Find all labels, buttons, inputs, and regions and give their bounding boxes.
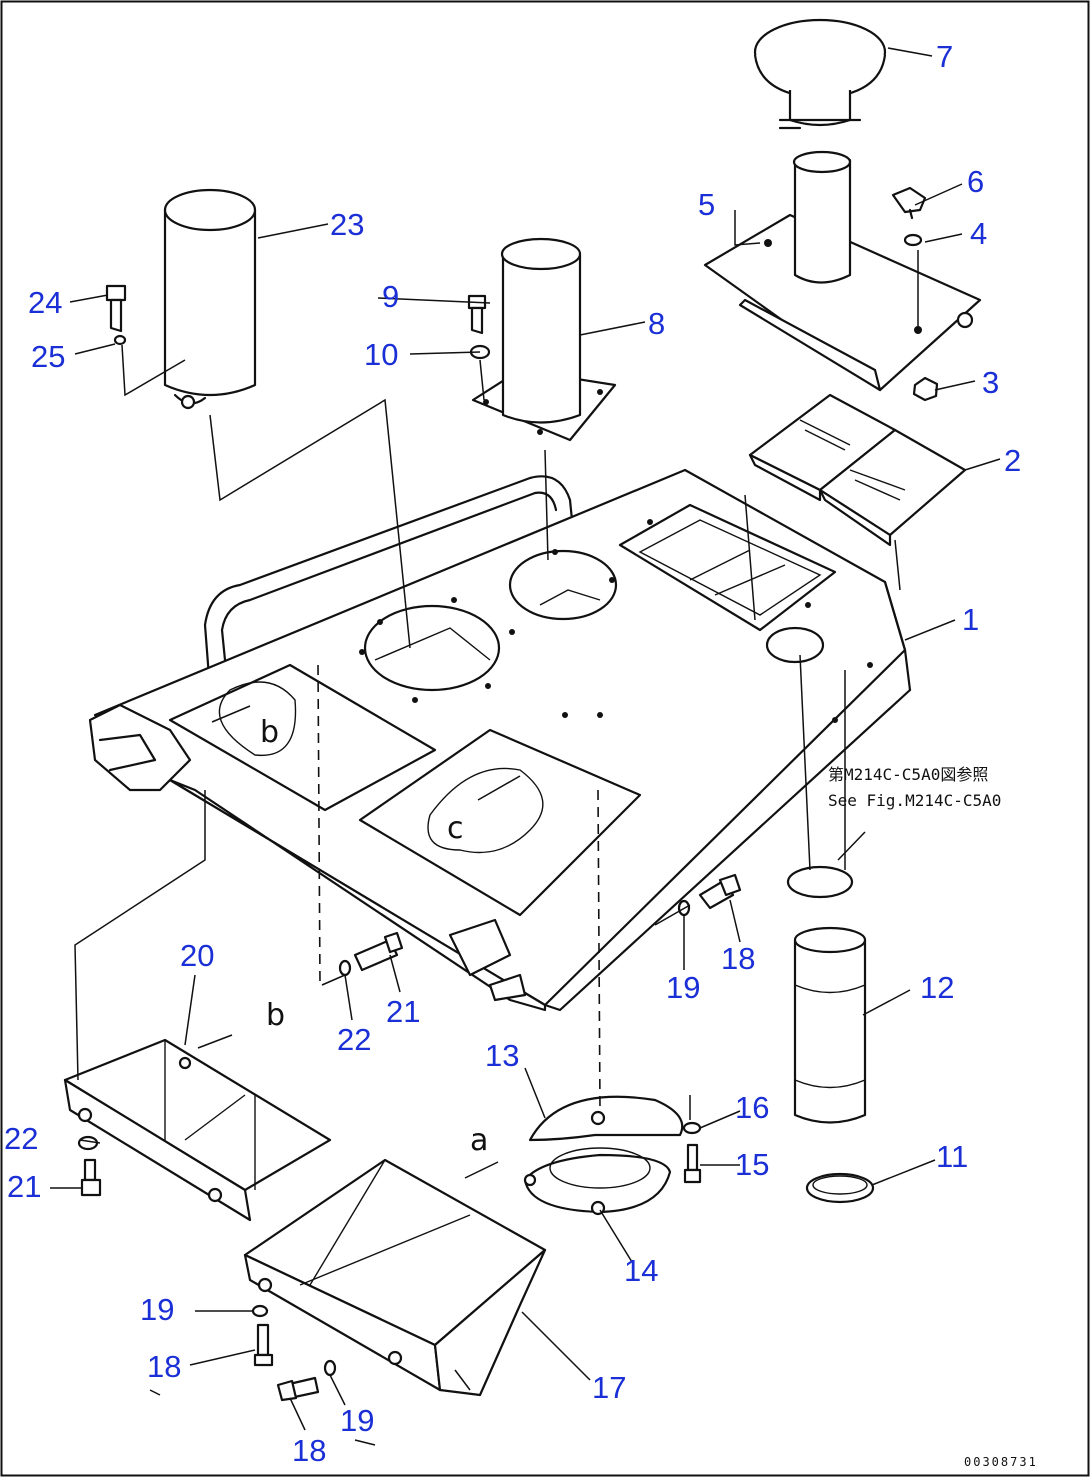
callout-14: 14 xyxy=(624,1253,658,1288)
callout-19c: 19 xyxy=(340,1403,374,1438)
part-2-filter xyxy=(748,393,967,547)
callout-7: 7 xyxy=(936,39,953,74)
part-1-frame xyxy=(88,468,912,1012)
callout-25: 25 xyxy=(31,339,65,374)
callout-leaders xyxy=(50,47,1001,1431)
part-20-tray xyxy=(63,1038,332,1222)
callout-4: 4 xyxy=(970,216,987,251)
part-13-14-flange xyxy=(523,1095,684,1216)
callout-6: 6 xyxy=(967,164,984,199)
callout-19b: 19 xyxy=(140,1292,174,1327)
view-letter-c: c xyxy=(447,811,464,846)
callout-18b: 18 xyxy=(147,1349,181,1384)
callout-20: 20 xyxy=(180,938,214,973)
callout-16: 16 xyxy=(735,1090,769,1125)
part-12-tube xyxy=(786,865,875,1204)
callout-24: 24 xyxy=(28,285,62,320)
callout-21a: 21 xyxy=(386,994,420,1029)
callout-21b: 21 xyxy=(7,1169,41,1204)
callout-19a: 19 xyxy=(666,970,700,1005)
reference-note: 第M214C-C5A0図参照 See Fig.M214C-C5A0 xyxy=(828,765,1001,810)
callout-15: 15 xyxy=(735,1147,769,1182)
reference-note-en: See Fig.M214C-C5A0 xyxy=(828,791,1001,810)
callout-23: 23 xyxy=(330,207,364,242)
part-23-pipe xyxy=(163,188,257,410)
callout-11: 11 xyxy=(936,1139,968,1174)
view-letter-b-lower: b xyxy=(266,998,285,1033)
callout-17: 17 xyxy=(592,1370,626,1405)
callout-18a: 18 xyxy=(721,941,755,976)
view-letter-b-upper: b xyxy=(260,715,279,750)
drawing-code: 00308731 xyxy=(964,1455,1038,1469)
part-8-stack xyxy=(471,237,617,442)
part-5-cover xyxy=(703,150,982,392)
callout-9: 9 xyxy=(382,279,399,314)
callout-3: 3 xyxy=(982,365,999,400)
callout-12: 12 xyxy=(920,970,954,1005)
callout-22b: 22 xyxy=(4,1121,38,1156)
callout-22a: 22 xyxy=(337,1022,371,1057)
callout-1: 1 xyxy=(962,602,979,637)
callout-2: 2 xyxy=(1004,443,1021,478)
view-letters: b c b a xyxy=(260,715,488,1158)
assembly-lines xyxy=(74,250,919,1446)
part-17-tray xyxy=(243,1158,547,1397)
callout-10: 10 xyxy=(364,337,398,372)
callout-8: 8 xyxy=(648,306,665,341)
view-letter-a: a xyxy=(470,1123,488,1158)
callout-13: 13 xyxy=(485,1038,519,1073)
part-7-cap xyxy=(753,18,887,130)
callout-5: 5 xyxy=(698,187,715,222)
reference-note-jp: 第M214C-C5A0図参照 xyxy=(828,765,988,784)
callout-numbers: 1 2 3 4 5 6 7 8 9 10 11 12 13 14 15 16 1… xyxy=(4,39,1021,1468)
callout-18c: 18 xyxy=(292,1433,326,1468)
